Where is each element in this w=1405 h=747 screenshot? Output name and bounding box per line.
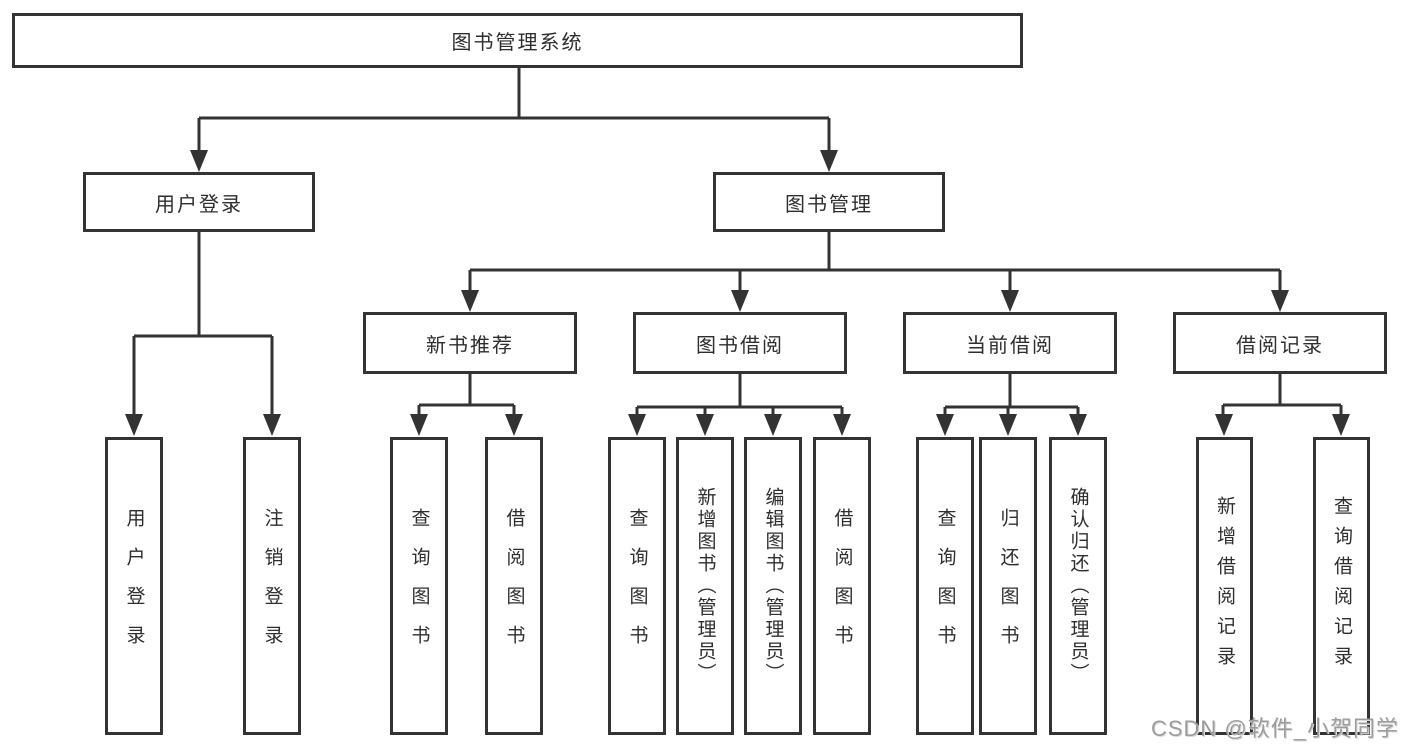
leaf-borrow-books-recommend: 借阅图书 (485, 437, 543, 735)
arrowhead (696, 414, 714, 436)
leaf-query-books-recommend: 查询图书 (390, 437, 448, 735)
leaf-user-login: 用户登录 (105, 437, 163, 735)
node-book-management: 图书管理 (713, 172, 945, 232)
node-current-borrow: 当前借阅 (903, 312, 1117, 374)
connector-line (1221, 374, 1343, 418)
arrowhead (936, 414, 954, 436)
node-book-borrow: 图书借阅 (633, 312, 847, 374)
node-user-login: 用户登录 (83, 172, 315, 232)
leaf-logout: 注销登录 (243, 437, 301, 735)
arrowhead (833, 414, 851, 436)
arrowhead (628, 414, 646, 436)
leaf-add-books-admin: 新增图书（管理员） (676, 437, 734, 735)
connector-line (417, 374, 516, 418)
leaf-return-books: 归还图书 (979, 437, 1037, 735)
connector-line (943, 374, 1080, 418)
arrowhead (410, 414, 428, 436)
node-new-book-recommend: 新书推荐 (363, 312, 577, 374)
arrowhead (461, 290, 479, 312)
leaf-add-borrow-record: 新增借阅记录 (1196, 437, 1253, 735)
arrowhead (1069, 414, 1087, 436)
arrowhead (999, 414, 1017, 436)
arrowhead (820, 150, 838, 172)
watermark-text: CSDN @软件_小贺同学 (1150, 716, 1399, 741)
arrowhead (764, 414, 782, 436)
leaf-edit-books-admin: 编辑图书（管理员） (744, 437, 802, 735)
arrowhead (1332, 414, 1350, 436)
leaf-query-books-current: 查询图书 (916, 437, 974, 735)
arrowhead (263, 414, 281, 436)
connector-line (197, 68, 831, 154)
node-borrow-records: 借阅记录 (1173, 312, 1387, 374)
connector-line (468, 232, 1282, 294)
leaf-borrow-books: 借阅图书 (813, 437, 871, 735)
node-root-system: 图书管理系统 (12, 13, 1023, 68)
leaf-query-borrow-record: 查询借阅记录 (1313, 437, 1370, 735)
arrowhead (505, 414, 523, 436)
arrowhead (1215, 414, 1233, 436)
arrowhead (125, 414, 143, 436)
arrowhead (1001, 290, 1019, 312)
connector-line (132, 232, 274, 418)
leaf-query-books-borrow: 查询图书 (608, 437, 666, 735)
connector-line (635, 374, 844, 418)
arrowhead (190, 150, 208, 172)
arrowhead (1271, 290, 1289, 312)
arrowhead (731, 290, 749, 312)
leaf-confirm-return-admin: 确认归还（管理员） (1049, 437, 1107, 735)
